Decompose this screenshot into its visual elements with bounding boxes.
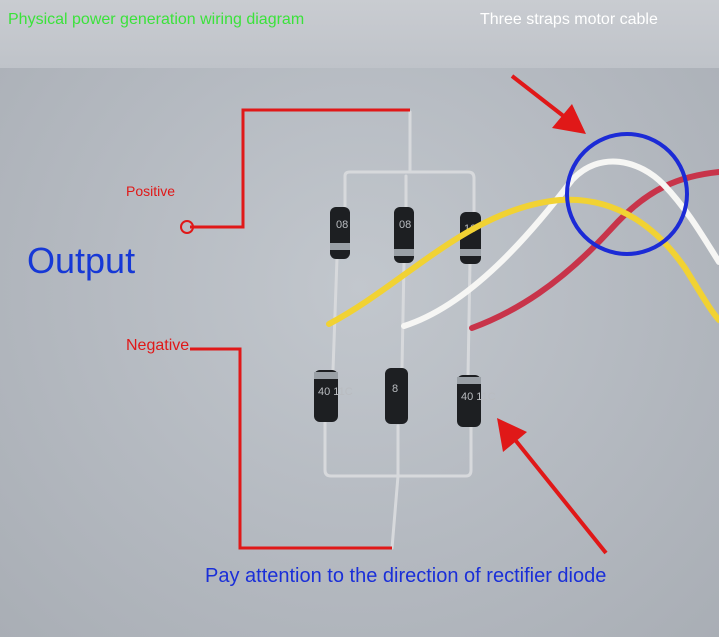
negative-label: Negative	[126, 337, 190, 354]
diode-bottom-2	[385, 368, 408, 424]
diode-direction-note: Pay attention to the direction of rectif…	[205, 565, 607, 587]
diode-direction-arrow	[497, 418, 608, 555]
diode-bottom-3	[457, 375, 481, 427]
red-wire	[469, 169, 719, 331]
diode-top-2-marking: 08	[399, 219, 411, 231]
output-label: Output	[27, 240, 136, 281]
yellow-wire	[326, 196, 719, 327]
diode-top-2	[394, 207, 414, 263]
header-band	[0, 0, 719, 68]
diode-bottom-1-marking: 40 11C	[318, 386, 353, 398]
positive-label: Positive	[126, 183, 176, 199]
motor-cable-highlight-circle	[565, 132, 689, 256]
diode-bottom-2-marking: 8	[392, 383, 398, 395]
diode-top-1	[330, 207, 350, 259]
diagram-title: Physical power generation wiring diagram	[8, 11, 305, 28]
output-connector-lines	[190, 108, 410, 550]
white-wire	[401, 158, 719, 329]
diode-top-1-marking: 08	[336, 219, 348, 231]
motor-cable-title: Three straps motor cable	[480, 11, 658, 28]
diode-bottom-3-marking: 40 11C	[461, 391, 496, 403]
positive-terminal-icon	[180, 220, 194, 234]
diode-markings: 08 08 10 40 11C 8 40 11C	[318, 219, 496, 403]
rectifier-frame	[323, 110, 476, 550]
diode-bottom-1	[314, 370, 338, 422]
motor-cable-arrow	[510, 74, 586, 134]
